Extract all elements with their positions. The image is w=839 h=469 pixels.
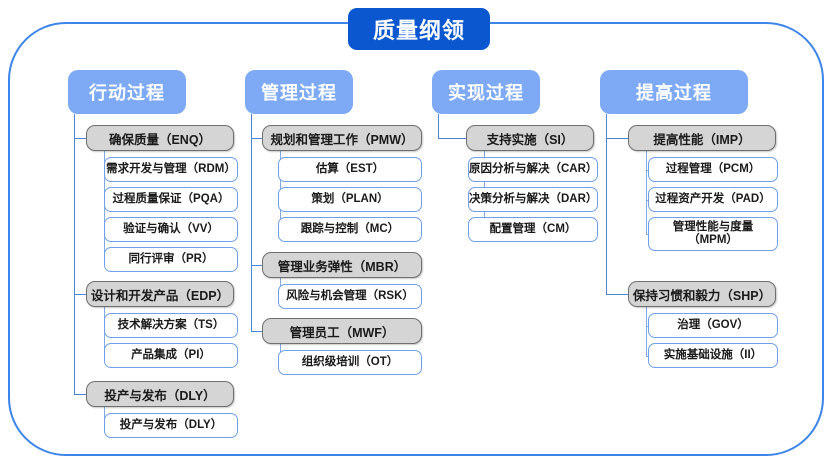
child-node[interactable]: 同行评审（PR） xyxy=(104,247,238,272)
child-node[interactable]: 原因分析与解决（CAR） xyxy=(468,157,598,182)
child-node[interactable]: 管理性能与度量（MPM） xyxy=(648,217,778,251)
connector-vertical-trunk xyxy=(606,114,608,294)
child-node[interactable]: 产品集成（PI） xyxy=(104,343,238,368)
connector-horizontal xyxy=(74,394,86,396)
parent-node[interactable]: 确保质量（ENQ） xyxy=(86,125,234,151)
child-node[interactable]: 技术解决方案（TS） xyxy=(104,313,238,338)
diagram-title: 质量纲领 xyxy=(348,8,490,50)
child-node[interactable]: 需求开发与管理（RDM） xyxy=(104,157,238,182)
child-node[interactable]: 投产与发布（DLY） xyxy=(104,413,238,438)
child-node[interactable]: 过程资产开发（PAD） xyxy=(648,187,778,212)
connector-horizontal xyxy=(251,138,262,140)
child-node[interactable]: 验证与确认（VV） xyxy=(104,217,238,242)
child-node[interactable]: 治理（GOV） xyxy=(648,313,778,338)
connector-horizontal xyxy=(74,138,86,140)
connector-horizontal xyxy=(251,265,262,267)
parent-node[interactable]: 保持习惯和毅力（SHP） xyxy=(628,281,776,307)
connector-vertical-trunk xyxy=(438,114,440,138)
parent-node[interactable]: 规划和管理工作（PMW） xyxy=(262,125,422,151)
column-header-1: 行动过程 xyxy=(68,70,186,114)
connector-vertical-trunk xyxy=(251,114,253,331)
child-node[interactable]: 配置管理（CM） xyxy=(468,217,598,242)
connector-horizontal xyxy=(251,331,262,333)
child-node[interactable]: 实施基础设施（II） xyxy=(648,343,778,368)
child-node[interactable]: 策划（PLAN） xyxy=(278,187,422,212)
parent-node[interactable]: 投产与发布（DLY） xyxy=(86,381,234,407)
child-node[interactable]: 决策分析与解决（DAR） xyxy=(468,187,598,212)
connector-horizontal-child xyxy=(646,355,648,357)
connector-vertical-child xyxy=(646,307,648,356)
parent-node[interactable]: 管理业务弹性（MBR） xyxy=(262,252,422,278)
connector-horizontal xyxy=(438,138,466,140)
child-node[interactable]: 跟踪与控制（MC） xyxy=(278,217,422,242)
child-node[interactable]: 过程质量保证（PQA） xyxy=(104,187,238,212)
parent-node[interactable]: 设计和开发产品（EDP） xyxy=(86,281,234,307)
connector-horizontal xyxy=(606,294,628,296)
connector-horizontal-child xyxy=(646,234,648,236)
parent-node[interactable]: 提高性能（IMP） xyxy=(628,125,776,151)
child-node[interactable]: 估算（EST） xyxy=(278,157,422,182)
child-node[interactable]: 组织级培训（OT） xyxy=(278,350,422,375)
column-header-3: 实现过程 xyxy=(432,70,540,114)
column-header-2: 管理过程 xyxy=(245,70,353,114)
connector-vertical-trunk xyxy=(74,114,76,394)
parent-node[interactable]: 支持实施（SI） xyxy=(466,125,594,151)
parent-node[interactable]: 管理员工（MWF） xyxy=(262,318,422,344)
child-node[interactable]: 过程管理（PCM） xyxy=(648,157,778,182)
connector-vertical-child xyxy=(646,151,648,234)
connector-horizontal xyxy=(606,138,628,140)
column-header-4: 提高过程 xyxy=(600,70,748,114)
child-node[interactable]: 风险与机会管理（RSK） xyxy=(278,284,422,309)
connector-horizontal xyxy=(74,294,86,296)
